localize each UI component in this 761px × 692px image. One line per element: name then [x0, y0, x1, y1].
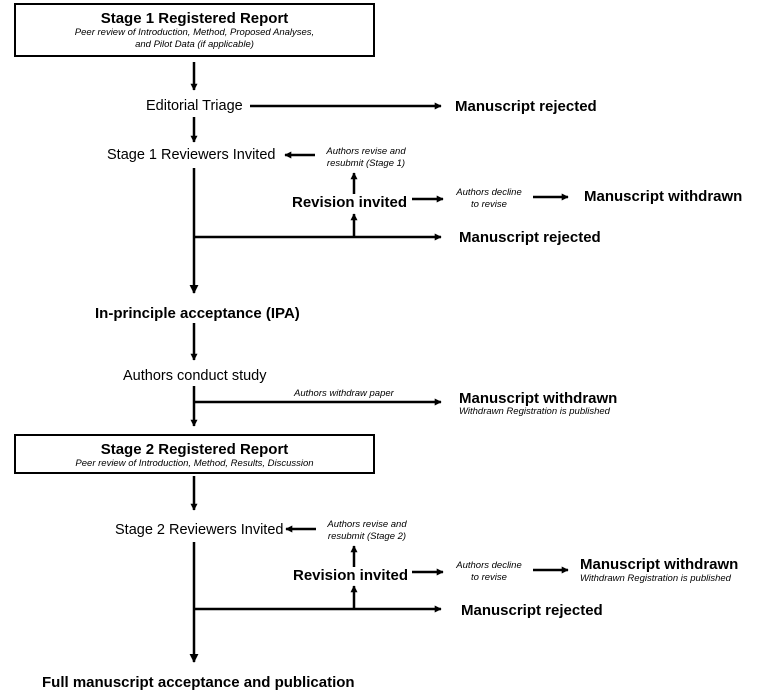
stage2-box-subtitle: Peer review of Introduction, Method, Res… — [75, 458, 314, 469]
stage1-decline-line2: to revise — [471, 199, 507, 210]
stage1-box-subtitle-line2: and Pilot Data (if applicable) — [135, 39, 254, 50]
withdrawn-after-ipa-note: Withdrawn Registration is published — [459, 406, 610, 417]
stage2-manuscript-rejected: Manuscript rejected — [461, 602, 603, 619]
stage2-resubmit-line1: Authors revise and — [327, 519, 407, 530]
stage1-manuscript-rejected: Manuscript rejected — [459, 229, 601, 246]
stage2-reviewers-invited: Stage 2 Reviewers Invited — [115, 522, 284, 538]
stage1-registered-report-box: Stage 1 Registered Report Peer review of… — [14, 3, 375, 57]
triage-rejected: Manuscript rejected — [455, 98, 597, 115]
stage2-withdrawn-title: Manuscript withdrawn — [580, 556, 739, 573]
stage2-revision-invited: Revision invited — [293, 567, 409, 584]
stage2-decline-line2: to revise — [471, 572, 507, 583]
stage1-resubmit-note: Authors revise and resubmit (Stage 1) — [318, 146, 414, 170]
full-acceptance-publication: Full manuscript acceptance and publicati… — [42, 674, 355, 691]
stage2-box-title: Stage 2 Registered Report — [100, 441, 289, 458]
stage1-box-subtitle-line1: Peer review of Introduction, Method, Pro… — [74, 27, 315, 38]
stage1-reviewers-invited: Stage 1 Reviewers Invited — [107, 147, 276, 163]
in-principle-acceptance: In-principle acceptance (IPA) — [95, 305, 300, 322]
stage1-manuscript-withdrawn: Manuscript withdrawn — [584, 188, 743, 205]
authors-conduct-study: Authors conduct study — [123, 368, 267, 384]
stage2-withdrawn-note: Withdrawn Registration is published — [580, 573, 731, 584]
stage2-decline-note: Authors decline to revise — [447, 560, 531, 584]
withdrawn-after-ipa-title: Manuscript withdrawn — [459, 390, 618, 407]
stage2-resubmit-line2: resubmit (Stage 2) — [327, 531, 407, 542]
stage1-resubmit-line2: resubmit (Stage 1) — [326, 158, 406, 169]
stage1-decline-line1: Authors decline — [456, 187, 522, 198]
stage2-resubmit-note: Authors revise and resubmit (Stage 2) — [319, 519, 415, 543]
authors-withdraw-paper: Authors withdraw paper — [294, 388, 394, 399]
stage2-decline-line1: Authors decline — [456, 560, 522, 571]
stage1-decline-note: Authors decline to revise — [447, 187, 531, 211]
stage2-registered-report-box: Stage 2 Registered Report Peer review of… — [14, 434, 375, 474]
stage1-resubmit-line1: Authors revise and — [326, 146, 406, 157]
stage1-box-title: Stage 1 Registered Report — [100, 10, 289, 27]
stage1-revision-invited: Revision invited — [292, 194, 408, 211]
editorial-triage: Editorial Triage — [146, 98, 243, 114]
